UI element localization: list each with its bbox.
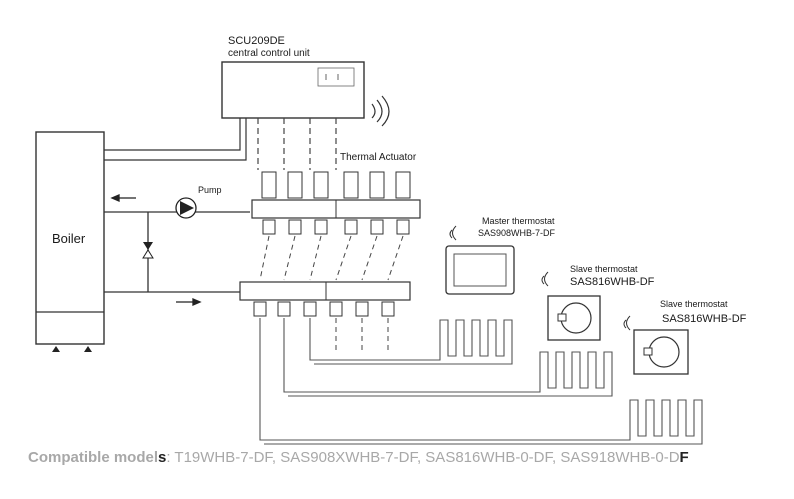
master-thermostat-device: [446, 246, 514, 294]
master-thermostat-title: Master thermostat: [482, 216, 555, 226]
slave-thermostat-2-device: [634, 330, 688, 374]
boiler-wire: [104, 118, 246, 160]
lower-dashes: [336, 318, 388, 350]
slave-thermostat-1-device: [548, 296, 600, 340]
compatible-models-tail: F: [680, 449, 689, 466]
control-unit-model: SCU209DE: [228, 35, 285, 47]
pump-icon: [176, 198, 196, 218]
manifold-links: [260, 236, 403, 280]
master-thermostat-wireless-icon: [450, 226, 456, 240]
master-thermostat-model: SAS908WHB-7-DF: [478, 228, 556, 238]
pump-label: Pump: [198, 185, 222, 195]
control-unit-wireless-icon: [372, 96, 389, 126]
compatible-models-label: Compatible model: [28, 449, 158, 466]
slave-thermostat-2-title: Slave thermostat: [660, 299, 728, 309]
bypass-valve: [143, 242, 153, 258]
supply-manifold: [252, 172, 420, 234]
control-wires: [258, 118, 336, 170]
slave-thermostat-1-title: Slave thermostat: [570, 264, 638, 274]
boiler-label: Boiler: [52, 231, 86, 246]
central-control-unit: [222, 62, 364, 118]
compatible-models-list: : T19WHB-7-DF, SAS908XWHB-7-DF, SAS816WH…: [166, 449, 679, 466]
slave-thermostat-2-wireless-icon: [624, 316, 630, 330]
actuator-label: Thermal Actuator: [340, 152, 417, 163]
return-manifold: [240, 282, 410, 316]
slave-thermostat-2-model: SAS816WHB-DF: [662, 313, 747, 325]
control-unit-description: central control unit: [228, 48, 310, 59]
supply-pipe: [104, 212, 250, 292]
slave-thermostat-1-model: SAS816WHB-DF: [570, 276, 655, 288]
compatible-models: Compatible models: T19WHB-7-DF, SAS908XW…: [28, 449, 689, 466]
slave-thermostat-1-wireless-icon: [542, 272, 548, 286]
